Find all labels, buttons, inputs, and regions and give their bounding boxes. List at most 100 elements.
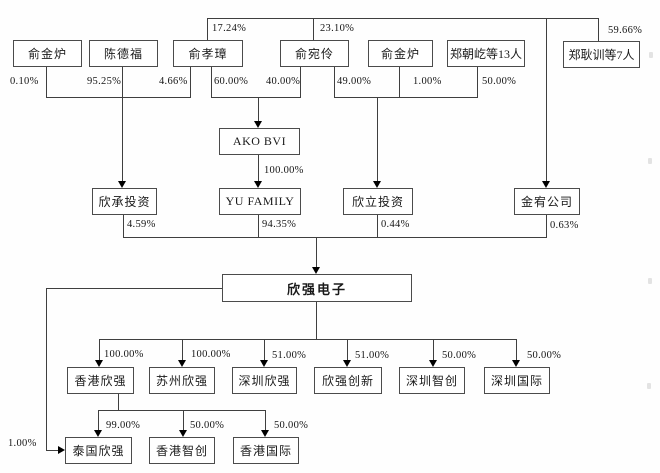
connector bbox=[46, 288, 47, 451]
connector bbox=[122, 67, 123, 97]
connector bbox=[598, 18, 599, 41]
connector bbox=[258, 154, 259, 181]
arrow-right-icon bbox=[58, 446, 65, 454]
connector bbox=[316, 237, 317, 267]
node-label: 郑朝屹等13人 bbox=[449, 47, 522, 61]
node-label: 泰国欣强 bbox=[72, 444, 125, 458]
arrow-down-icon bbox=[312, 267, 320, 274]
scan-artifact bbox=[648, 158, 652, 164]
arrow-down-icon bbox=[512, 360, 520, 367]
ownership-pct-label: 4.66% bbox=[159, 76, 188, 87]
ownership-pct-label: 50.00% bbox=[442, 350, 477, 361]
connector bbox=[46, 450, 58, 451]
connector bbox=[316, 301, 317, 339]
node-label: 俞金炉 bbox=[27, 47, 67, 61]
connector bbox=[98, 410, 266, 411]
arrow-down-icon bbox=[94, 430, 102, 437]
connector bbox=[182, 339, 183, 360]
connector bbox=[207, 18, 208, 40]
scan-artifact bbox=[649, 52, 653, 58]
connector bbox=[433, 339, 434, 360]
ownership-pct-label: 94.35% bbox=[262, 219, 297, 230]
node-label: 香港国际 bbox=[239, 444, 292, 458]
connector bbox=[183, 410, 184, 430]
connector bbox=[118, 393, 119, 410]
ownership-pct-label: 1.00% bbox=[413, 76, 442, 87]
node-label: 欣强创新 bbox=[321, 374, 374, 388]
arrow-down-icon bbox=[118, 181, 126, 188]
node-xinqiang-chuangxin: 欣强创新 bbox=[314, 367, 382, 394]
node-label: 香港欣强 bbox=[74, 374, 127, 388]
node-ako-bvi: AKO BVI bbox=[219, 128, 300, 155]
ownership-pct-label: 0.63% bbox=[550, 220, 579, 231]
node-label: 陈德福 bbox=[103, 47, 143, 61]
node-yu-jinlu-2: 俞金炉 bbox=[368, 40, 433, 67]
node-chen-defu: 陈德福 bbox=[89, 40, 158, 67]
node-label: 深圳国际 bbox=[490, 374, 543, 388]
ownership-pct-label: 50.00% bbox=[527, 350, 562, 361]
connector bbox=[190, 67, 191, 97]
node-label: 俞宛伶 bbox=[294, 47, 334, 61]
connector bbox=[122, 97, 123, 181]
node-zheng-gengxun-7: 郑耿训等7人 bbox=[563, 41, 640, 68]
ownership-pct-label: 95.25% bbox=[87, 76, 122, 87]
arrow-down-icon bbox=[178, 360, 186, 367]
connector bbox=[377, 214, 378, 237]
ownership-pct-label: 0.44% bbox=[381, 219, 410, 230]
arrow-down-icon bbox=[373, 181, 381, 188]
ownership-pct-label: 49.00% bbox=[337, 76, 372, 87]
node-label: 俞孝璋 bbox=[188, 47, 228, 61]
node-xinli-touzi: 欣立投资 bbox=[343, 188, 413, 215]
node-zheng-chaoyi-13: 郑朝屹等13人 bbox=[447, 40, 525, 67]
connector bbox=[46, 67, 47, 97]
node-label: 俞金炉 bbox=[380, 47, 420, 61]
arrow-down-icon bbox=[179, 430, 187, 437]
node-hk-zhichuang: 香港智创 bbox=[149, 437, 215, 464]
connector bbox=[258, 214, 259, 237]
node-sz-zhichuang: 深圳智创 bbox=[399, 367, 465, 394]
ownership-pct-label: 0.10% bbox=[10, 76, 39, 87]
arrow-down-icon bbox=[542, 181, 550, 188]
node-thai-xinqiang: 泰国欣强 bbox=[65, 437, 132, 464]
connector bbox=[334, 97, 478, 98]
ownership-pct-label: 1.00% bbox=[8, 438, 37, 449]
node-label: 深圳欣强 bbox=[238, 374, 291, 388]
node-yu-jinlu-1: 俞金炉 bbox=[13, 40, 82, 67]
ownership-pct-label: 99.00% bbox=[106, 420, 141, 431]
node-hk-guoji: 香港国际 bbox=[233, 437, 299, 464]
connector bbox=[211, 67, 212, 97]
ownership-pct-label: 100.00% bbox=[104, 349, 144, 360]
ownership-pct-label: 50.00% bbox=[190, 420, 225, 431]
scan-artifact bbox=[647, 383, 651, 389]
node-suzhou-xinqiang: 苏州欣强 bbox=[149, 367, 215, 394]
node-yu-wanling: 俞宛伶 bbox=[280, 40, 349, 67]
connector bbox=[98, 410, 99, 430]
ownership-pct-label: 100.00% bbox=[264, 165, 304, 176]
ownership-pct-label: 50.00% bbox=[274, 420, 309, 431]
connector bbox=[377, 97, 378, 181]
node-hk-xinqiang: 香港欣强 bbox=[67, 367, 134, 394]
node-yu-family: YU FAMILY bbox=[219, 188, 301, 215]
node-jinyou-gongsi: 金宥公司 bbox=[514, 188, 580, 215]
connector bbox=[46, 288, 222, 289]
connector bbox=[258, 97, 259, 121]
connector bbox=[99, 339, 517, 340]
connector bbox=[516, 339, 517, 360]
arrow-down-icon bbox=[261, 430, 269, 437]
node-yu-xiaozhang: 俞孝璋 bbox=[173, 40, 243, 67]
node-label: 苏州欣强 bbox=[155, 374, 208, 388]
connector bbox=[207, 18, 599, 19]
connector bbox=[300, 67, 301, 97]
ownership-pct-label: 60.00% bbox=[214, 76, 249, 87]
node-label: 金宥公司 bbox=[520, 195, 573, 209]
ownership-pct-label: 59.66% bbox=[608, 25, 643, 36]
connector bbox=[477, 67, 478, 97]
node-label: 郑耿训等7人 bbox=[568, 48, 635, 62]
connector bbox=[211, 97, 301, 98]
connector bbox=[99, 339, 100, 360]
arrow-down-icon bbox=[343, 360, 351, 367]
arrow-down-icon bbox=[429, 360, 437, 367]
connector bbox=[347, 339, 348, 360]
node-label: YU FAMILY bbox=[225, 194, 295, 208]
